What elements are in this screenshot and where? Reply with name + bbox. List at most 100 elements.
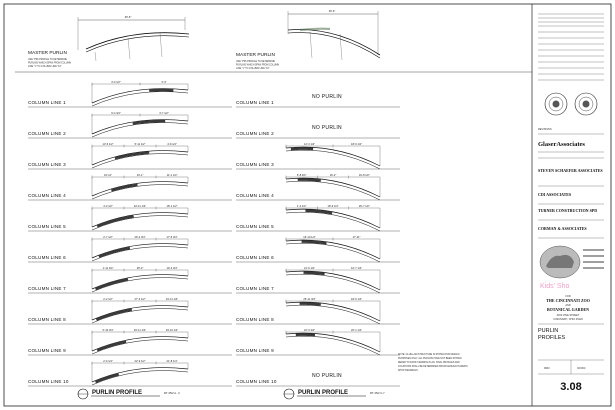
- revision-table: [538, 13, 604, 81]
- left-dimension-text: 10'-1": [137, 173, 144, 177]
- right-dimension-text: 26'-7 1/2": [359, 204, 370, 208]
- left-purlin-segment: [95, 373, 120, 384]
- right-purlin-segment: [301, 240, 327, 245]
- left-row-7: COLUMN LINE 71'-11 3/4"25'-3"19'-4 3/4": [28, 266, 232, 294]
- left-dimension-text: 3'-7 1/2": [159, 111, 169, 115]
- general-note-line-4: LOCATIONS SHALL BE DETERMINED FROM MANUF…: [398, 365, 468, 368]
- client-name-2: BOTANICAL GARDEN: [547, 307, 589, 312]
- right-row-1: COLUMN LINE 1NO PURLIN: [236, 94, 400, 108]
- right-column-line-label: COLUMN LINE 1: [236, 100, 274, 105]
- profile-ref-right: RT. 05/2 C-7: [370, 391, 385, 395]
- left-column-rows: COLUMN LINE 13'-0 1/2"3'-3"COLUMN LINE 2…: [28, 80, 232, 387]
- left-purlin-arc-inner: [91, 339, 189, 355]
- right-column-line-label: COLUMN LINE 6: [236, 255, 274, 260]
- left-row-8: COLUMN LINE 8 2'-2 1/2" 27'-3 1/2" 16'-11 1…: [28, 297, 232, 325]
- right-purlin-segment: [305, 209, 333, 215]
- general-note: NOTE: GLUE-LAM STRUCTURE IS SHOWN FOR DE…: [398, 353, 468, 372]
- master-note-right-3: LINE "1" TO COLUMN LINE "10": [236, 68, 270, 70]
- revisions-label: REVISIONS: [538, 128, 552, 131]
- left-row-5: COLUMN LINE 54'-3 1/2"22'-11 1/2"18'-1 1…: [28, 204, 232, 232]
- right-purlin-arc-inner: [285, 149, 381, 170]
- left-row-6: COLUMN LINE 62'-7 1/2"26'-4 3/4"17'-6 3/…: [28, 235, 232, 263]
- left-row-2: COLUMN LINE 29'-4 3/4"3'-7 1/2": [28, 111, 232, 139]
- left-purlin-segment: [114, 151, 150, 160]
- left-dimension-text: 16'-11 1/4": [166, 297, 178, 301]
- sheet-number: 3.08: [560, 381, 581, 393]
- left-row-9: COLUMN LINE 95'-10 3/4"20'-11 1/2"19'-10…: [28, 328, 232, 356]
- sheet-date: 3/15/00: [577, 367, 586, 370]
- right-dimension-text: 18'-9 1/2": [351, 142, 362, 146]
- left-column-line-label: COLUMN LINE 10: [28, 379, 69, 384]
- left-dimension-text: 17'-6 3/4": [167, 235, 178, 239]
- watermark: Kids' Sho: [540, 283, 569, 290]
- right-column-line-label: COLUMN LINE 7: [236, 286, 274, 291]
- job-number: 9903: [544, 367, 550, 370]
- client-pre: FOR: [565, 295, 570, 298]
- right-column-line-label: COLUMN LINE 2: [236, 131, 274, 136]
- right-column-line-label: COLUMN LINE 3: [236, 162, 274, 167]
- right-purlin-arc: [285, 301, 381, 322]
- right-dimension-text: 1'-4 1/4": [297, 204, 307, 208]
- right-dimension-text: 18'-6 1/4": [351, 297, 362, 301]
- left-purlin-arc-inner: [91, 184, 189, 200]
- left-column-line-label: COLUMN LINE 1: [28, 100, 66, 105]
- left-dimension-text: 4'-9 1/4": [167, 142, 177, 146]
- client-address-1: 3400 VINE STREET: [557, 314, 580, 317]
- right-purlin-arc-inner: [285, 304, 381, 325]
- right-row-2: COLUMN LINE 2NO PURLIN: [236, 125, 400, 139]
- left-purlin-segment: [95, 278, 129, 291]
- left-purlin-arc-inner: [91, 308, 189, 324]
- profile-title-left: PURLIN PROFILE: [92, 390, 142, 396]
- left-purlin-segment: [96, 340, 127, 352]
- left-dimension-text: 2'-2 1/2": [103, 297, 113, 301]
- right-column-line-label: COLUMN LINE 10: [236, 379, 277, 384]
- right-column-line-label: COLUMN LINE 5: [236, 224, 274, 229]
- left-purlin-arc: [91, 243, 189, 259]
- left-purlin-arc: [91, 274, 189, 290]
- left-dimension-text: 11'-1 1/4": [167, 173, 178, 177]
- consultant-1: STEVEN SCHAEFER ASSOCIATES: [538, 168, 603, 173]
- right-row-4: COLUMN LINE 46'-8 3/4"16'-2"19'-8 1/2": [236, 173, 400, 201]
- right-dimension-text: 20'-1 1/4": [351, 328, 362, 332]
- master-purlin-left: 46'-6" MASTER PURLIN USE THIS PROFILE TO…: [28, 15, 190, 68]
- right-dimension-text: 17'-11": [353, 235, 361, 239]
- left-purlin-segment: [95, 308, 133, 321]
- left-dimension-text: 16'-11": [104, 173, 112, 177]
- title-block: REVISIONS GlaserAssociates STEVEN SCHAEF…: [538, 13, 604, 393]
- left-purlin-arc-inner: [91, 277, 189, 293]
- left-purlin-segment: [132, 119, 166, 125]
- left-dimension-text: 21'-8 1/4": [167, 359, 178, 363]
- left-dimension-text: 3'-3": [161, 80, 166, 84]
- master-note-right-1: USE THIS PROFILE TO DETERMINE: [236, 61, 275, 63]
- left-purlin-arc: [91, 212, 189, 228]
- left-dimension-text: 5'-10 3/4": [103, 328, 114, 332]
- right-column-line-label: COLUMN LINE 8: [236, 317, 274, 322]
- left-purlin-segment: [98, 246, 131, 258]
- right-row-7: COLUMN LINE 721'-0 1/2"16'-7 1/4": [236, 266, 400, 294]
- right-row-5: COLUMN LINE 5 1'-4 1/4" 18'-6 1/4" 26'-7 1/…: [236, 204, 400, 232]
- right-dimension-text: 16'-10 1/4": [303, 235, 315, 239]
- left-dimension-text: 1'-11 3/4": [103, 266, 114, 270]
- right-column-rows: COLUMN LINE 1NO PURLIN COLUMN LINE 2NO PU…: [236, 94, 400, 387]
- right-dimension-text: 16'-7 1/4": [351, 266, 362, 270]
- consultant-3: TURNER CONSTRUCTION SPD: [538, 208, 597, 213]
- right-dimension-text: 19'-8 1/2": [359, 173, 370, 177]
- right-purlin-segment: [303, 271, 325, 276]
- left-column-line-label: COLUMN LINE 8: [28, 317, 66, 322]
- left-purlin-arc: [91, 181, 189, 197]
- right-purlin-arc-inner: [285, 211, 381, 232]
- right-dimension-text: 18'-6 1/4": [328, 204, 339, 208]
- left-column-line-label: COLUMN LINE 2: [28, 131, 66, 136]
- general-note-line-5: SHOP DRAWINGS.: [398, 369, 419, 372]
- left-purlin-arc-inner: [91, 246, 189, 262]
- left-purlin-arc: [91, 367, 189, 383]
- left-purlin-arc-inner: [91, 215, 189, 231]
- sheet-title-line-2: PROFILES: [538, 335, 566, 341]
- master-dim-right: 46'-6": [329, 9, 336, 13]
- right-purlin-arc: [285, 177, 381, 198]
- left-dimension-text: 27'-3 1/2": [135, 297, 146, 301]
- consultant-2: CDI ASSOCIATES: [538, 192, 572, 197]
- left-column-line-label: COLUMN LINE 6: [28, 255, 66, 260]
- left-dimension-text: 18'-1 1/2": [167, 204, 178, 208]
